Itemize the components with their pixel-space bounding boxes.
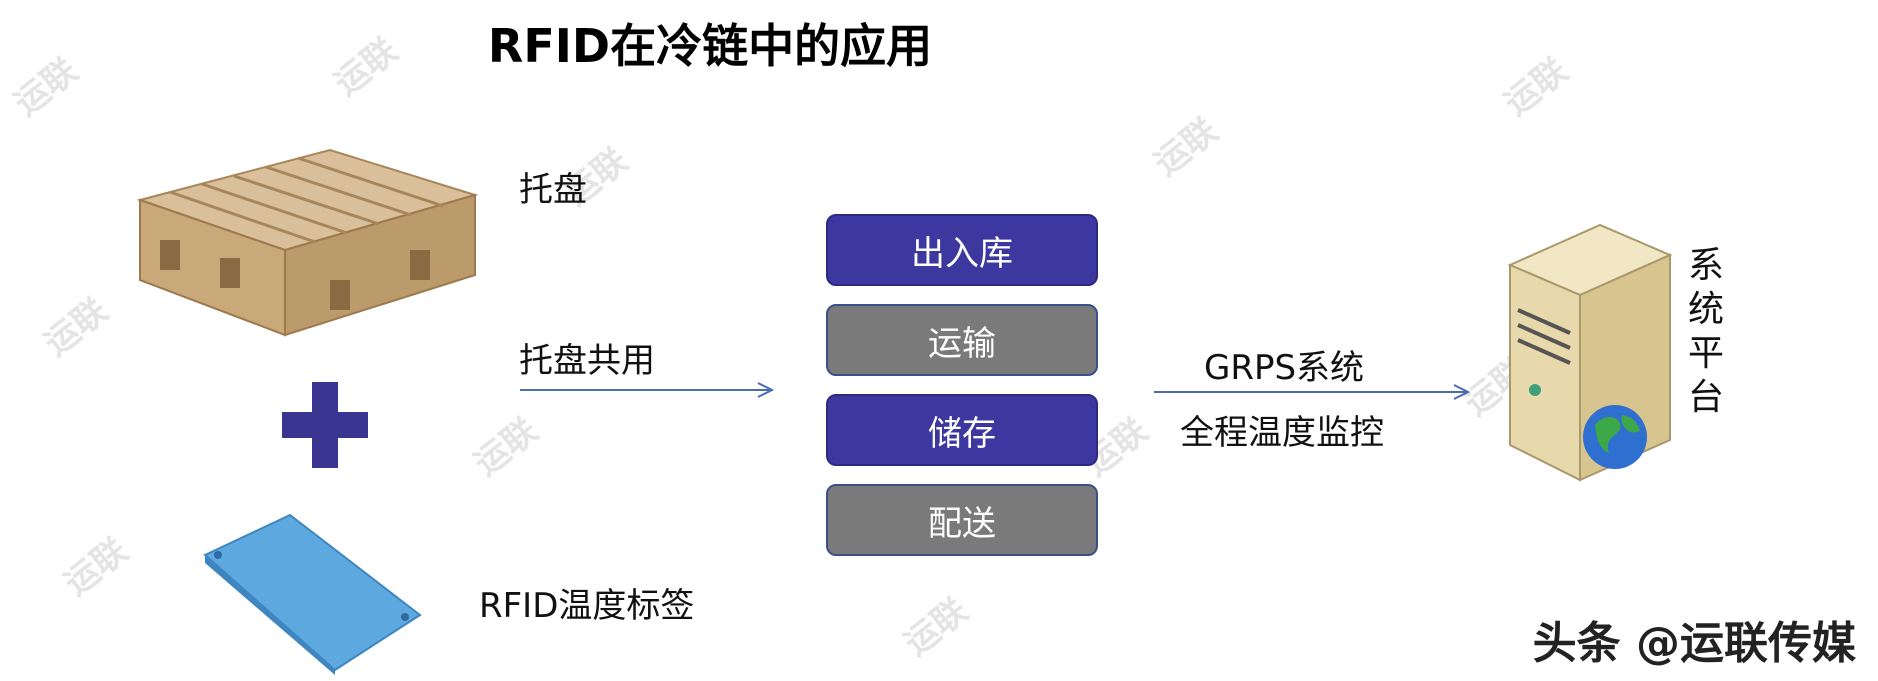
pallet-share-label: 托盘共用 [519, 341, 655, 381]
pallet-image [136, 148, 479, 337]
temperature-monitor-label: 全程温度监控 [1180, 413, 1384, 453]
plus-icon [282, 382, 368, 468]
pallet-label: 托盘 [519, 170, 587, 210]
step-inbound-outbound: 出入库 [826, 214, 1098, 286]
watermark-text: 运联 [37, 290, 116, 364]
step-delivery: 配送 [826, 484, 1098, 556]
arrow-to-steps [520, 382, 775, 398]
step-transport: 运输 [826, 304, 1098, 376]
server-icon [1507, 223, 1673, 482]
rfid-tag-label: RFID温度标签 [479, 586, 695, 626]
watermark-text: 运联 [1147, 110, 1226, 184]
diagram-title: RFID在冷链中的应用 [487, 19, 933, 73]
rfid-tag-image [203, 513, 422, 675]
arrow-to-platform [1154, 384, 1471, 400]
watermark-text: 运联 [57, 530, 136, 604]
watermark-text: 运联 [897, 590, 976, 664]
grps-system-label: GRPS系统 [1204, 348, 1365, 388]
platform-label: 系统平台 [1687, 245, 1724, 418]
footer-attribution: 头条 @运联传媒 [1532, 618, 1856, 669]
watermark-text: 运联 [467, 410, 546, 484]
watermark-text: 运联 [1497, 50, 1576, 124]
step-storage: 储存 [826, 394, 1098, 466]
